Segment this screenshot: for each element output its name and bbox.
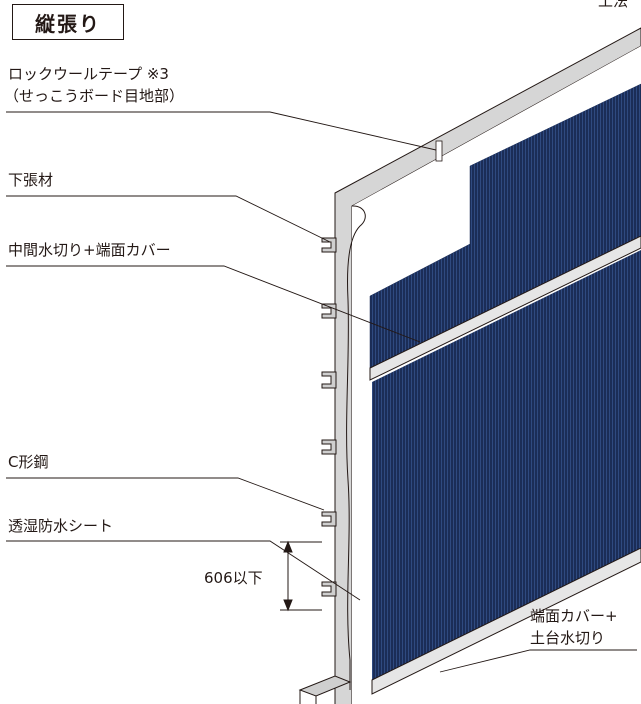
leader-lines	[6, 111, 637, 673]
rockwool-tape-strip	[435, 140, 443, 162]
label-underlay: 下張材	[8, 171, 54, 189]
label-base-flashing: 土台水切り	[530, 629, 606, 647]
waterproof-sheet-edge	[346, 205, 366, 690]
label-spacing: 606以下	[204, 569, 263, 587]
c-channel-brackets	[321, 237, 337, 597]
label-rockwool-tape: ロックウールテープ ※3	[8, 65, 169, 83]
lower-panel	[372, 250, 641, 680]
label-rockwool-tape-note: （せっこうボード目地部）	[4, 87, 185, 105]
page-title: 縦張り	[12, 4, 124, 40]
mid-flashing	[369, 235, 641, 381]
label-mid-flashing: 中間水切り+端面カバー	[8, 241, 171, 259]
base-sill	[298, 675, 352, 697]
corner-fragment: 工法	[598, 0, 629, 10]
upper-panel-main	[370, 84, 641, 330]
label-end-cover: 端面カバー+	[530, 607, 618, 625]
spacing-dimension	[280, 540, 322, 612]
label-waterproof-sheet: 透湿防水シート	[8, 517, 114, 535]
label-c-channel: C形鋼	[8, 453, 49, 471]
bottom-flashing	[371, 547, 641, 695]
